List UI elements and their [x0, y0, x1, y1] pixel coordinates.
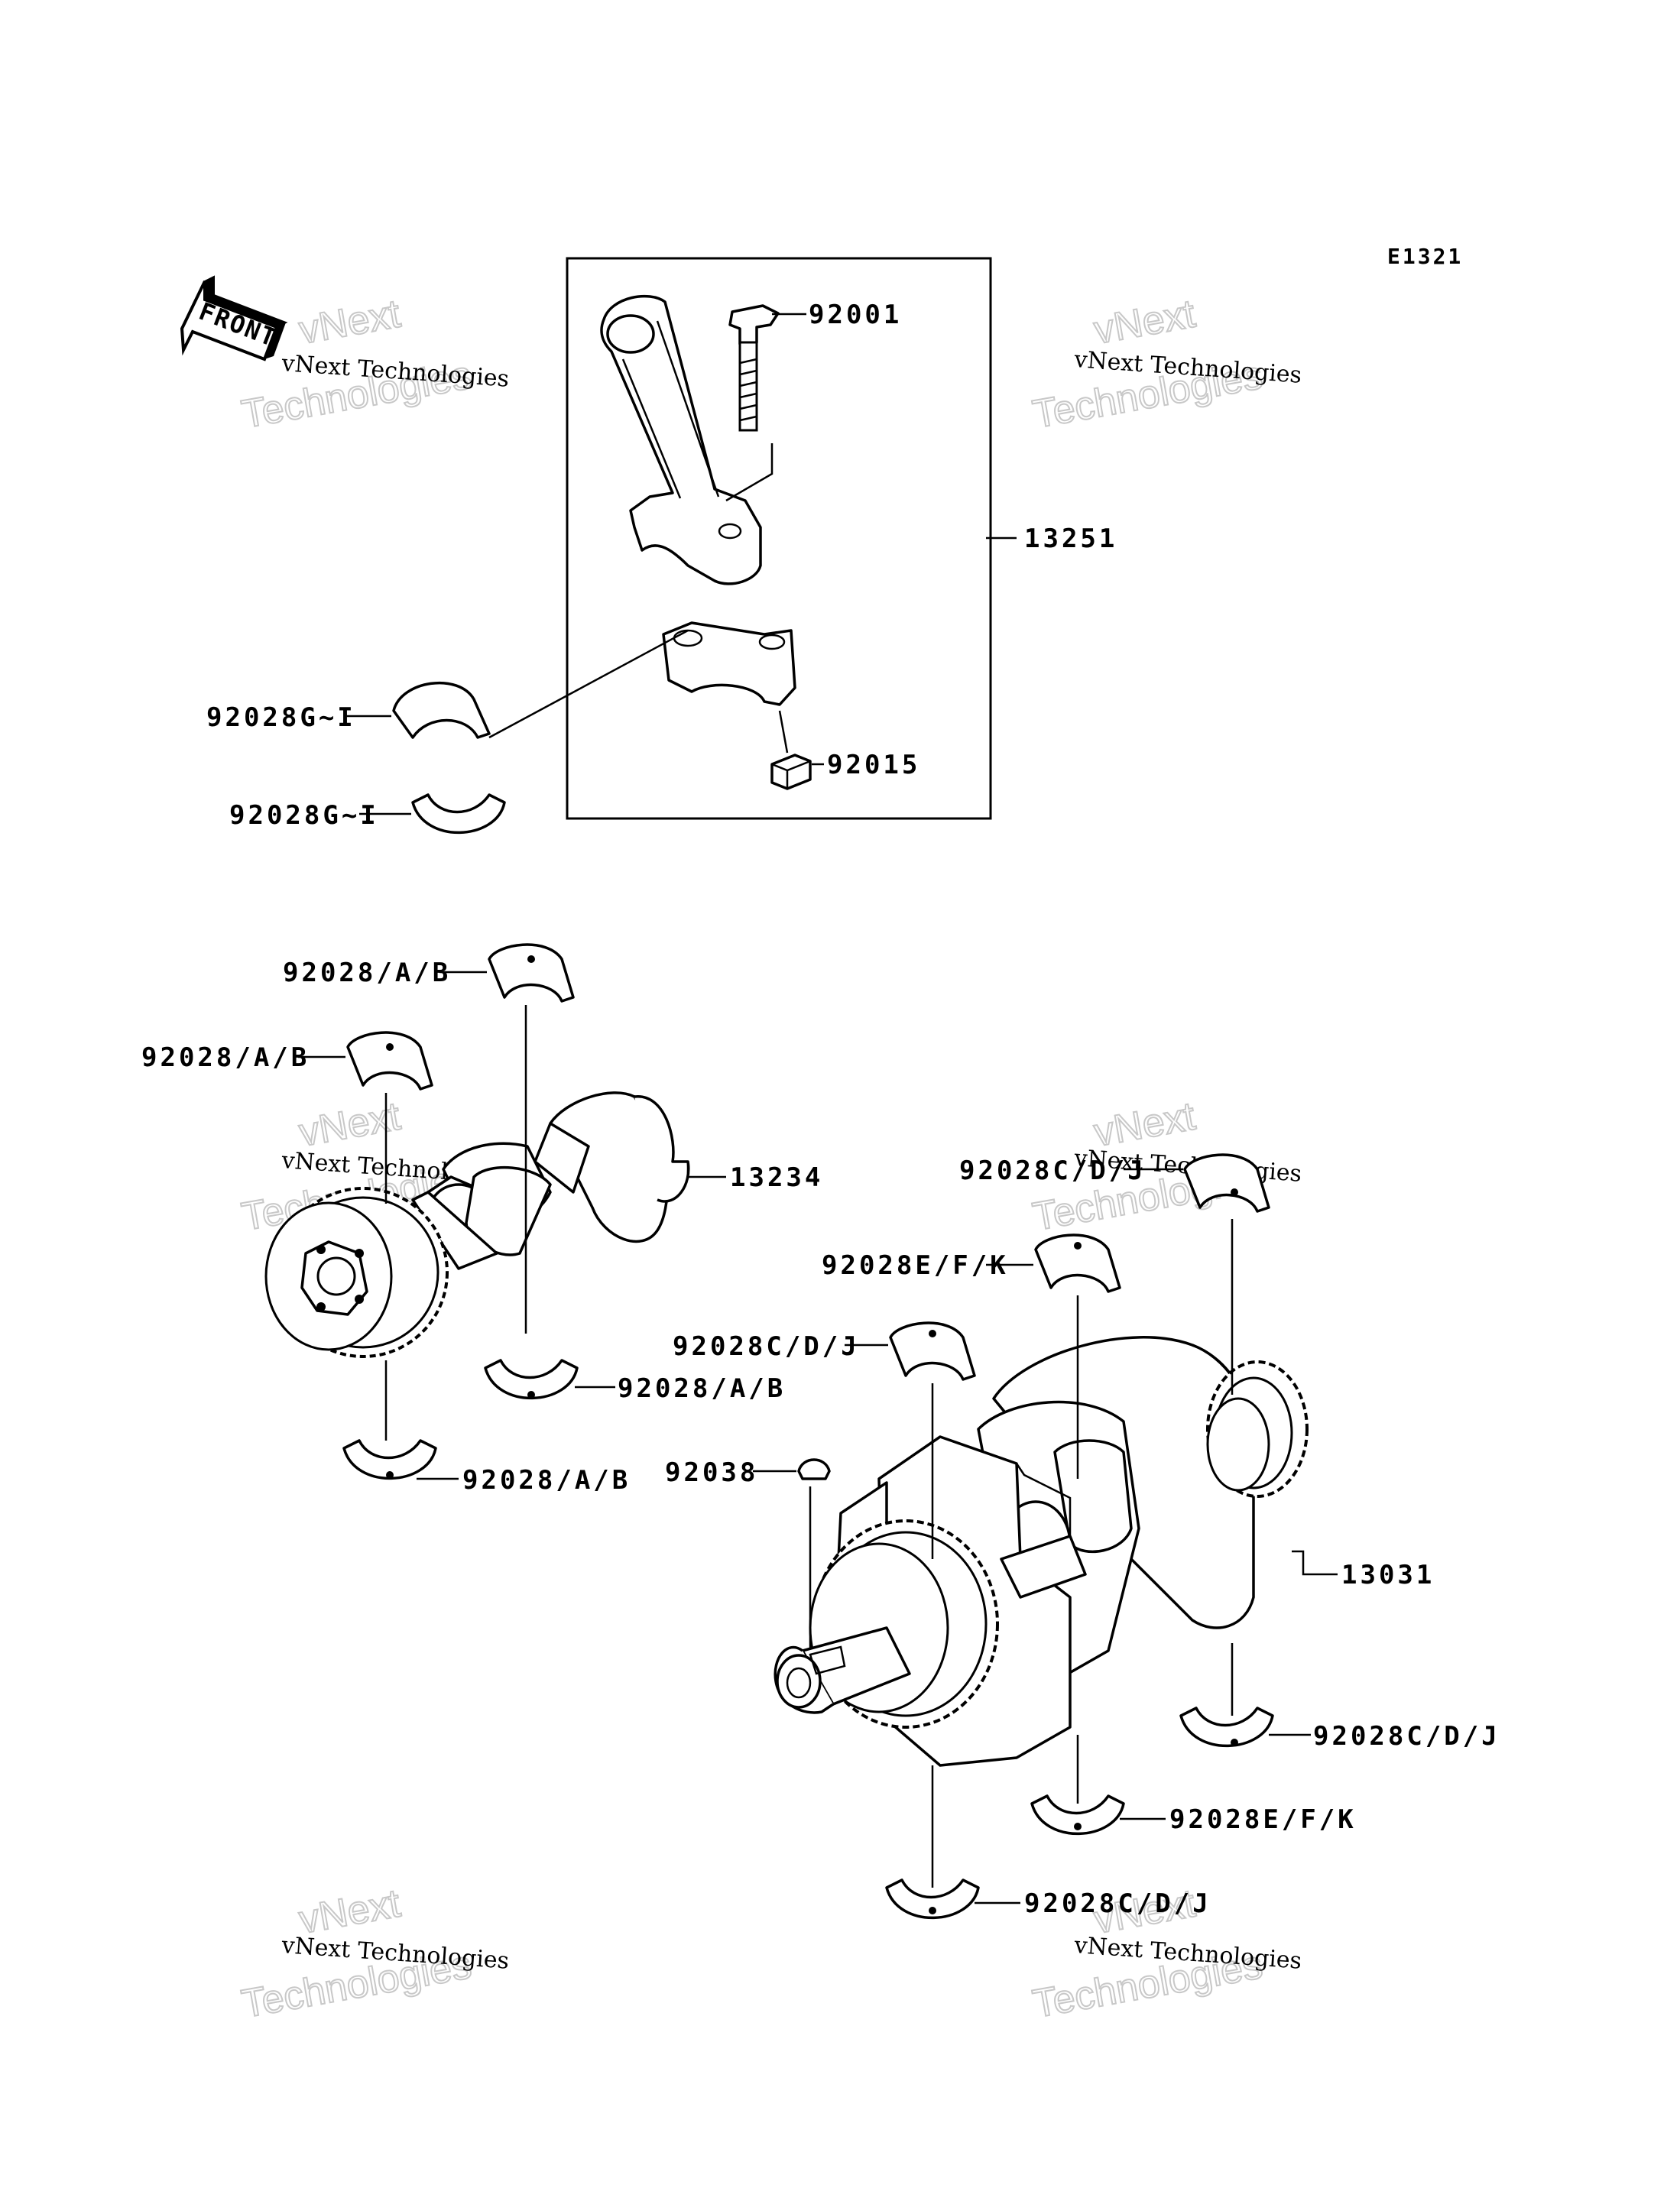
leader-balancer-shaft	[673, 1160, 726, 1178]
crank-bearing-4	[1179, 1707, 1274, 1748]
watermark-bottom-left: vNext Technologies vNext Technologies	[238, 1881, 510, 2028]
svg-text:vNext: vNext	[296, 292, 404, 353]
leader-conrod-bearing-to-cap	[488, 629, 689, 739]
svg-text:vNext: vNext	[1091, 1094, 1199, 1156]
svg-text:vNext: vNext	[1091, 292, 1199, 353]
balancer-bearing-3	[484, 1359, 579, 1400]
balancer-bearing-4	[342, 1439, 437, 1480]
label-crank-bearing-1: 92028C/D/J	[959, 1156, 1146, 1186]
label-conrod-assy: 13251	[1024, 524, 1117, 554]
label-crank-bearing-5: 92028E/F/K	[1169, 1804, 1357, 1835]
label-nut: 92015	[827, 750, 920, 780]
svg-text:vNext: vNext	[296, 1094, 404, 1156]
watermark-top-left: vNext Technologies vNext Technologies	[238, 291, 510, 438]
conrod-bearing-upper	[392, 681, 491, 739]
conrod-nut	[770, 754, 812, 790]
label-balancer-bearing-1: 92028/A/B	[283, 958, 451, 988]
connecting-rod	[600, 294, 762, 585]
conrod-bearing-lower	[411, 793, 506, 835]
label-key: 92038	[665, 1457, 758, 1488]
label-crank-bearing-6: 92028C/D/J	[1024, 1888, 1211, 1919]
crank-bearing-6	[885, 1878, 980, 1920]
balancer-shaft	[411, 1091, 690, 1270]
leader-bolt-rod	[725, 443, 774, 502]
label-crank-bearing-4: 92028C/D/J	[1313, 1721, 1500, 1752]
label-balancer-bearing-2: 92028/A/B	[141, 1042, 310, 1073]
front-arrow-icon: FRONT	[180, 275, 288, 361]
label-conrod-bearing-upper: 92028G~I	[206, 702, 356, 733]
crank-bearing-1	[1183, 1153, 1270, 1213]
label-crank-bearing-3: 92028C/D/J	[673, 1331, 860, 1362]
balancer-bearing-1	[488, 943, 575, 1003]
label-balancer-shaft: 13234	[730, 1162, 823, 1193]
conrod-bolt	[728, 304, 780, 432]
leader-crankshaft	[1292, 1550, 1338, 1576]
crank-key	[797, 1458, 831, 1480]
crank-bearing-5	[1030, 1794, 1125, 1836]
crankshaft	[774, 1336, 1309, 1767]
watermark-top-right: vNext Technologies vNext Technologies	[1029, 291, 1302, 438]
label-crank-bearing-2: 92028E/F/K	[822, 1250, 1009, 1281]
label-bolt: 92001	[809, 300, 902, 330]
label-conrod-bearing-lower: 92028G~I	[229, 800, 379, 831]
label-balancer-bearing-3: 92028/A/B	[618, 1373, 786, 1404]
balancer-gear	[264, 1187, 449, 1358]
conrod-cap	[662, 621, 796, 706]
crank-bearing-3	[889, 1321, 976, 1381]
diagram-code: E1321	[1387, 244, 1463, 269]
balancer-bearing-2	[346, 1031, 433, 1091]
label-crankshaft: 13031	[1341, 1560, 1435, 1590]
leader-nut-up	[778, 710, 789, 754]
label-balancer-bearing-4: 92028/A/B	[462, 1465, 631, 1496]
crank-bearing-2	[1034, 1233, 1121, 1293]
